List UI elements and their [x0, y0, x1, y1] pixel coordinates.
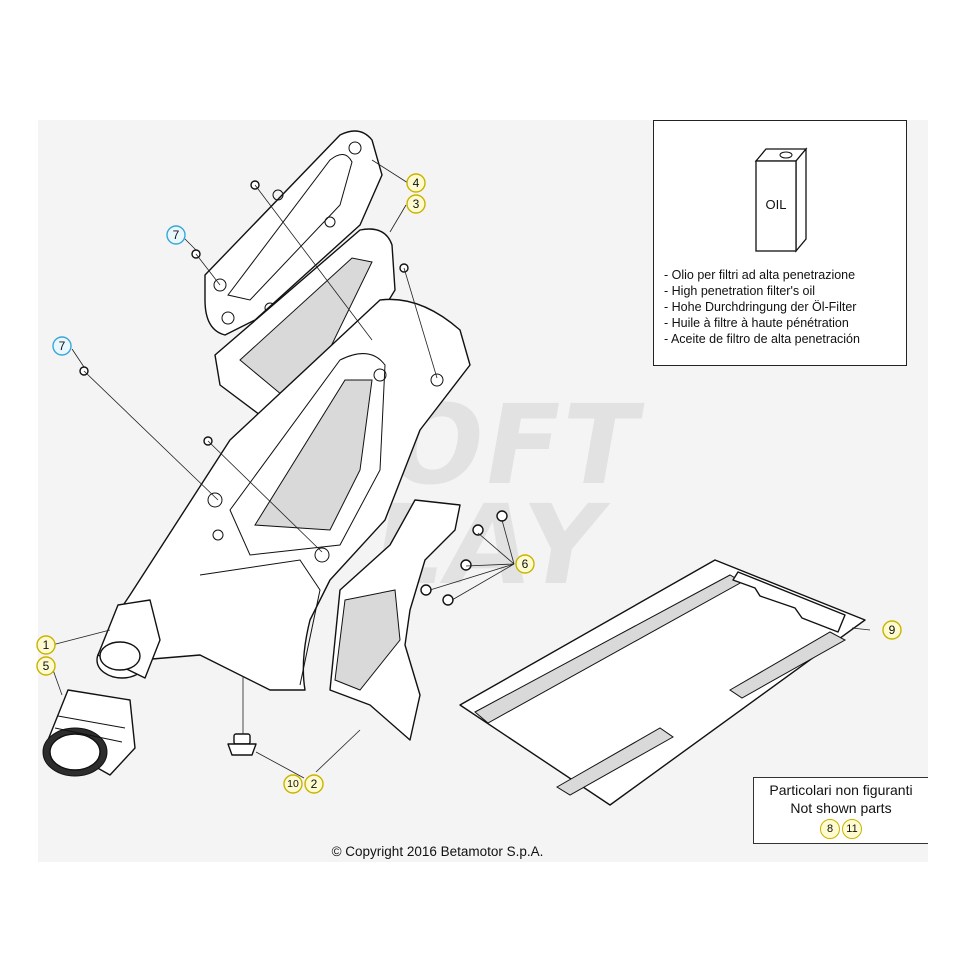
- callout-10: 10: [283, 774, 303, 794]
- svg-text:1: 1: [43, 638, 50, 652]
- callout-1: 1: [36, 635, 56, 655]
- svg-text:5: 5: [43, 659, 50, 673]
- callout-4: 4: [406, 173, 426, 193]
- callout-2: 2: [304, 774, 324, 794]
- copyright-notice: © Copyright 2016 Betamotor S.p.A.: [331, 844, 544, 859]
- airbox: [96, 298, 471, 691]
- callout-5: 5: [36, 656, 56, 676]
- svg-text:10: 10: [287, 778, 299, 790]
- side-plate: [329, 499, 461, 741]
- callout-11: 11: [842, 819, 862, 839]
- oil-line-en: - High penetration filter's oil: [664, 284, 816, 298]
- screws: [420, 510, 508, 606]
- svg-text:7: 7: [59, 339, 66, 353]
- callout-3: 3: [406, 194, 426, 214]
- foam-strips-sheet: [459, 559, 866, 806]
- oil-info-box: OIL - Olio per filtri ad alta penetrazio…: [653, 120, 907, 366]
- callout-8: 8: [820, 819, 840, 839]
- oil-can-label: OIL: [766, 197, 787, 212]
- oil-description-list: - Olio per filtri ad alta penetrazione -…: [664, 267, 860, 347]
- oil-line-de: - Hohe Durchdringung der Öl-Filter: [664, 300, 857, 314]
- oil-line-fr: - Huile à filtre à haute pénétration: [664, 316, 849, 330]
- callout-6: 6: [515, 554, 535, 574]
- callout-9: 9: [882, 620, 902, 640]
- not-shown-title-it: Particolari non figuranti: [769, 782, 913, 798]
- svg-text:2: 2: [311, 777, 318, 791]
- svg-text:4: 4: [413, 176, 420, 190]
- svg-text:3: 3: [413, 197, 420, 211]
- intake-boot: [42, 689, 136, 777]
- oil-line-it: - Olio per filtri ad alta penetrazione: [664, 268, 856, 282]
- not-shown-part-numbers: 8 11: [754, 819, 928, 839]
- filter-holder-frame: [204, 130, 383, 336]
- callout-7-left: 7: [52, 336, 72, 356]
- oil-line-es: - Aceite de filtro de alta penetración: [664, 332, 860, 346]
- leader-lines: [51, 159, 871, 779]
- svg-text:6: 6: [522, 557, 529, 571]
- oil-can-icon: OIL: [754, 147, 808, 253]
- svg-text:7: 7: [173, 228, 180, 242]
- not-shown-title-en: Not shown parts: [790, 800, 892, 816]
- drain-plug: [227, 733, 257, 756]
- svg-text:9: 9: [889, 623, 896, 637]
- not-shown-parts-box: Particolari non figuranti Not shown part…: [753, 777, 928, 844]
- callout-7-top: 7: [166, 225, 186, 245]
